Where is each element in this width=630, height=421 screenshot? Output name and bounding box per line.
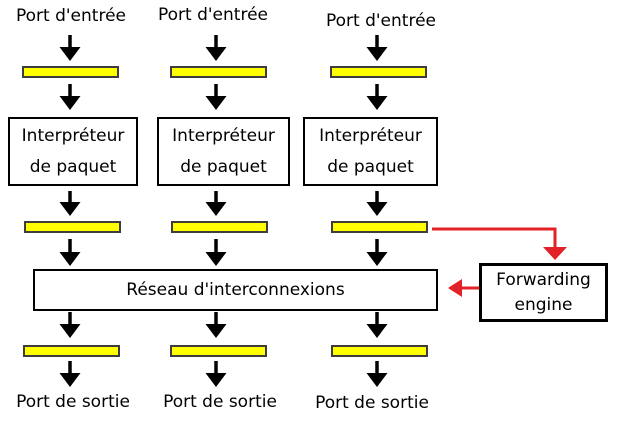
packet-interpreter-box: Interpréteur de paquet xyxy=(157,117,290,186)
input-port-label: Port d'entrée xyxy=(15,6,127,26)
packet-interpreter-label-line2: de paquet xyxy=(180,156,267,177)
down-arrow-icon xyxy=(205,84,227,110)
interpreter-output-buffer-bar xyxy=(24,221,121,233)
packet-interpreter-label-line2: de paquet xyxy=(327,156,414,177)
output-port-label: Port de sortie xyxy=(16,392,130,412)
down-arrow-icon xyxy=(59,312,81,338)
packet-interpreter-label-line2: de paquet xyxy=(29,156,117,177)
down-arrow-icon xyxy=(366,191,388,216)
interconnection-network-box: Réseau d'interconnexions xyxy=(33,269,438,311)
down-arrow-icon xyxy=(59,35,81,61)
down-arrow-icon xyxy=(205,239,227,266)
interconnection-network-label: Réseau d'interconnexions xyxy=(126,280,345,300)
down-arrow-icon xyxy=(59,239,81,266)
packet-interpreter-box: Interpréteur de paquet xyxy=(303,117,438,186)
forwarding-engine-label-line2: engine xyxy=(514,294,573,315)
packet-interpreter-label-line1: Interpréteur xyxy=(21,125,125,146)
down-arrow-icon xyxy=(205,361,227,387)
packet-interpreter-label-line1: Interpréteur xyxy=(172,125,275,146)
flow-arrows xyxy=(59,35,388,387)
down-arrow-icon xyxy=(366,35,388,61)
input-port-label: Port d'entrée xyxy=(157,5,269,25)
interpreter-output-buffer-bar xyxy=(331,221,428,233)
output-buffer-bar xyxy=(23,345,120,357)
down-arrow-icon xyxy=(366,84,388,110)
down-arrow-icon xyxy=(59,84,81,110)
down-arrow-icon xyxy=(205,35,227,61)
output-buffer-bar xyxy=(331,345,428,357)
output-port-label: Port de sortie xyxy=(315,393,429,413)
output-port-label: Port de sortie xyxy=(163,392,277,412)
input-buffer-bar xyxy=(170,66,267,78)
input-port-label: Port d'entrée xyxy=(325,11,437,31)
forwarding-engine-box: Forwarding engine xyxy=(479,263,608,322)
down-arrow-icon xyxy=(366,239,388,266)
packet-interpreter-box: Interpréteur de paquet xyxy=(8,117,138,186)
interpreter-output-buffer-bar xyxy=(171,221,268,233)
input-buffer-bar xyxy=(330,66,427,78)
down-arrow-icon xyxy=(366,361,388,387)
down-arrow-icon xyxy=(205,312,227,338)
down-arrow-icon xyxy=(205,191,227,216)
input-buffer-bar xyxy=(22,66,119,78)
forwarding-engine-label-line1: Forwarding xyxy=(496,269,591,290)
down-arrow-icon xyxy=(59,191,81,216)
down-arrow-icon xyxy=(366,312,388,338)
down-arrow-icon xyxy=(59,361,81,387)
red-connector-forwarding-to-interconnect-icon xyxy=(448,279,479,297)
packet-interpreter-label-line1: Interpréteur xyxy=(319,125,422,146)
output-buffer-bar xyxy=(170,345,267,357)
red-connector-buffer-to-forwarding-icon xyxy=(432,227,567,260)
